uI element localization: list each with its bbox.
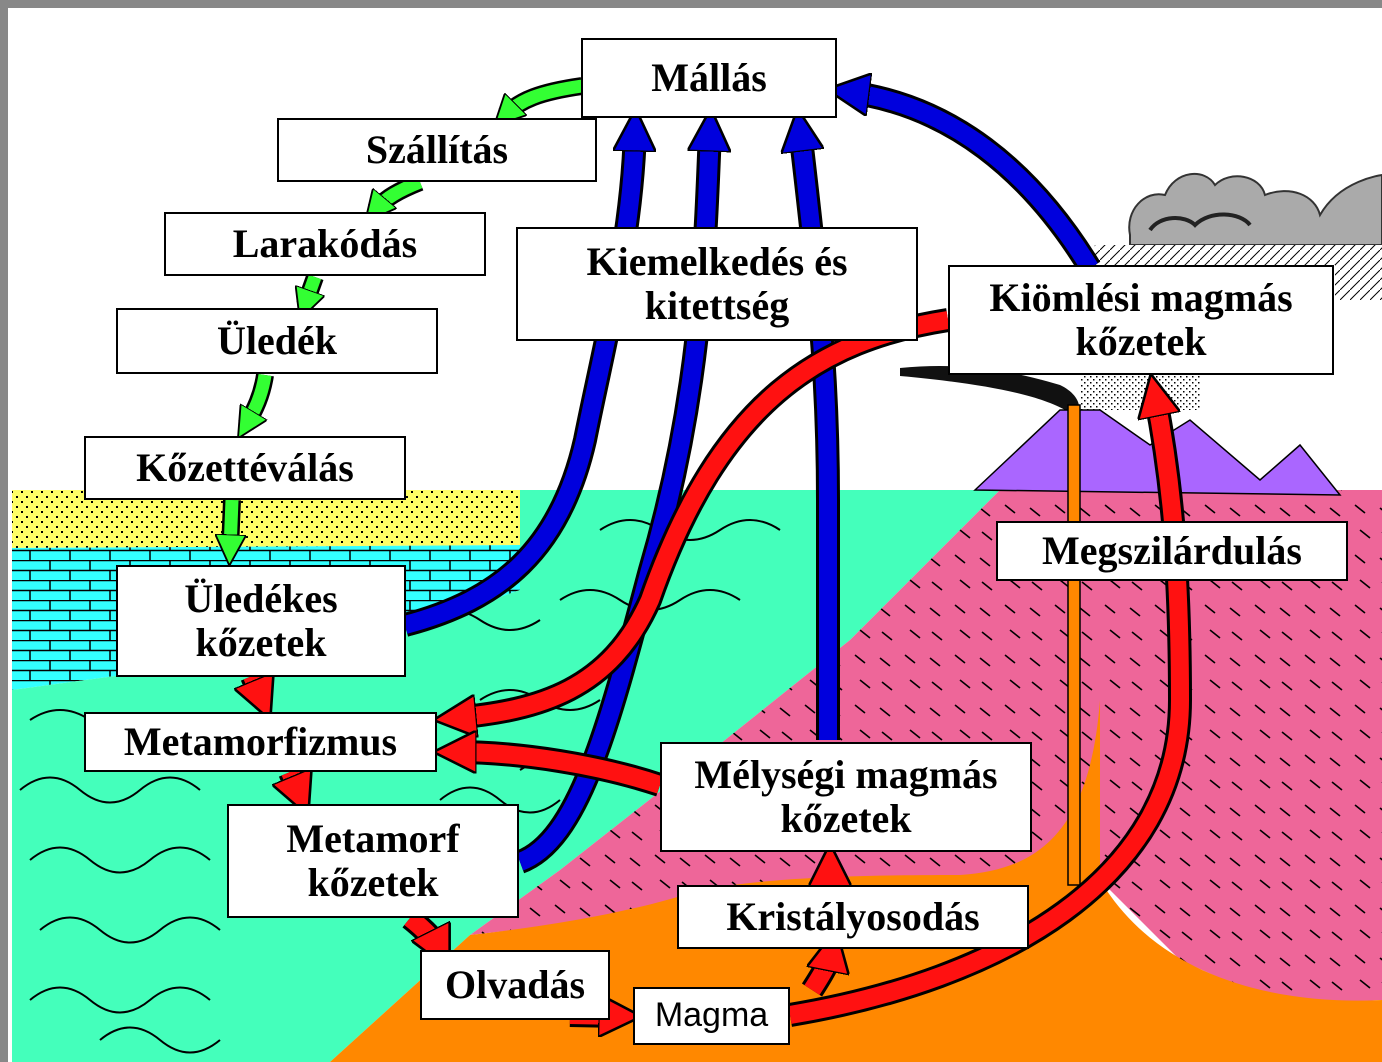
label-metamorfizmus: Metamorfizmus [84,712,437,772]
label-kristalyosodas: Kristályosodás [677,885,1029,949]
label-szallitas: Szállítás [277,118,597,182]
label-uledek: Üledék [116,308,438,374]
label-mallas: Mállás [581,38,837,118]
label-magma: Magma [633,987,790,1045]
cloud-icon [1129,174,1382,245]
left-frame [0,0,8,1062]
volcanic-conduit [1068,405,1080,885]
label-megszilardulas: Megszilárdulás [996,521,1348,581]
top-frame [0,0,1382,8]
label-larakodas: Larakódás [164,212,486,276]
label-olvadas: Olvadás [420,950,610,1020]
label-kozettevalas: Kőzettéválás [84,436,406,500]
